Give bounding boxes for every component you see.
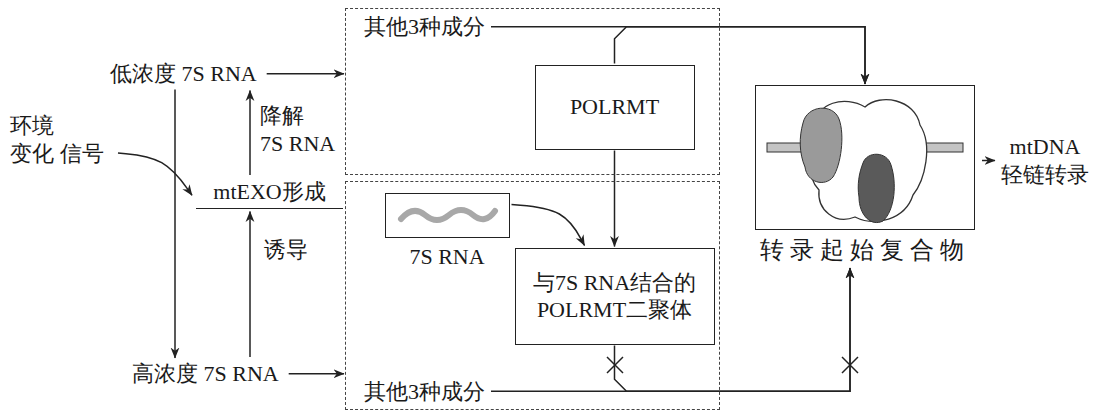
node-text: 其他3种成分: [364, 13, 485, 41]
node-text: mtEXO形成: [196, 178, 343, 206]
framed-figure: 7S RNA: [385, 193, 510, 271]
node-text: 环境 变化 信号: [10, 112, 114, 167]
rna-strand: [401, 210, 495, 220]
node-text: 高浓度 7S RNA: [132, 360, 279, 388]
process-box: 与7S RNA结合的 POLRMT二聚体: [515, 248, 715, 345]
protein-blob: [858, 154, 894, 222]
node-text: 与7S RNA结合的 POLRMT二聚体: [533, 269, 696, 324]
text-node: 环境 变化 信号: [10, 112, 114, 167]
node-text: 转录起始复合物: [750, 235, 980, 265]
text-line: 降解: [260, 102, 335, 130]
framed-figure: 转录起始复合物: [750, 85, 980, 265]
arrow-connector: [982, 160, 995, 162]
figure-frame: [755, 85, 975, 230]
arrow-connector: [249, 212, 251, 358]
arrow-connector: [249, 91, 251, 176]
text-node: 高浓度 7S RNA: [132, 360, 279, 388]
arrow-connector: [174, 90, 176, 359]
text-line: 7S RNA: [260, 130, 335, 158]
process-box: POLRMT: [535, 65, 695, 150]
text-line: 变化 信号: [10, 140, 114, 168]
arrow-connector: [267, 73, 344, 75]
node-text: mtDNA 轻链转录: [998, 133, 1092, 188]
edge-label: 诱导: [262, 236, 310, 264]
text-node: mtDNA 轻链转录: [998, 133, 1092, 188]
text-line: POLRMT二聚体: [533, 296, 696, 324]
text-line: 环境: [10, 112, 114, 140]
figure-frame: [385, 193, 510, 238]
protein-blob: [800, 108, 842, 182]
block-marks: [607, 357, 858, 373]
node-text: 7S RNA: [385, 243, 510, 271]
text-node: 低浓度 7S RNA: [110, 60, 257, 88]
edge-label-box: 诱导: [262, 236, 310, 264]
underlined-node: mtEXO形成: [196, 178, 343, 209]
text-line: mtDNA: [998, 133, 1092, 161]
complex-picture: [767, 100, 963, 223]
text-line: 与7S RNA结合的: [533, 269, 696, 297]
node-text: 其他3种成分: [364, 378, 485, 406]
arrow-connector: [512, 205, 585, 246]
rna-wave: [401, 210, 495, 220]
node-text: 低浓度 7S RNA: [110, 60, 257, 88]
node-text: POLRMT: [570, 93, 659, 121]
arrow-connector: [118, 153, 192, 195]
dashed-region: 其他3种成分 POLRMT: [345, 8, 720, 175]
arrow-connector: [289, 373, 344, 375]
dashed-region: 其他3种成分 7S RNA 与7S RNA结合的 POLRMT二聚体: [345, 181, 720, 410]
text-line: 轻链转录: [998, 161, 1092, 189]
edge-label-box: 降解 7S RNA: [258, 102, 337, 157]
arrow-connector: [614, 151, 616, 247]
edge-label: 降解 7S RNA: [258, 102, 337, 157]
